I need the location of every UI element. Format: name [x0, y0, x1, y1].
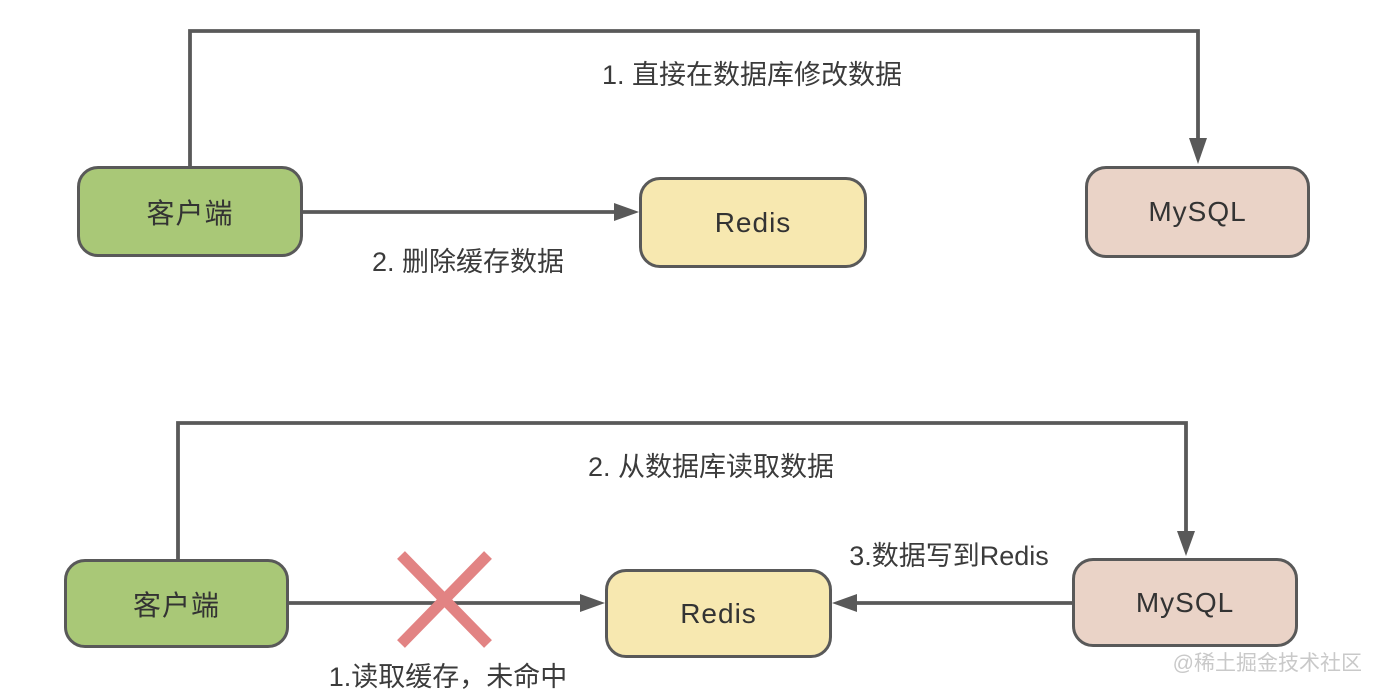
mysql-node-bottom: MySQL [1072, 558, 1298, 647]
arrow-right-icon [614, 203, 639, 221]
arrow-left-icon [832, 594, 857, 612]
bottom-step3-label: 3.数据写到Redis [849, 541, 1049, 571]
mysql-node-top: MySQL [1085, 166, 1310, 258]
redis-node-bottom: Redis [605, 569, 832, 658]
connector-lines [176, 29, 1200, 605]
bottom-step2-label: 2. 从数据库读取数据 [587, 452, 835, 482]
redis-node-top: Redis [639, 177, 867, 268]
top-step2-label: 2. 删除缓存数据 [371, 247, 565, 277]
arrow-down-icon [1177, 531, 1195, 556]
cache-miss-cross-icon [397, 551, 492, 648]
bottom-elbow-connector [176, 421, 1188, 559]
client-node-bottom: 客户端 [64, 559, 289, 648]
watermark: @稀土掘金技术社区 [1172, 652, 1362, 675]
arrowheads [580, 138, 1207, 612]
cross-stroke [397, 551, 492, 648]
top-step1-label: 1. 直接在数据库修改数据 [601, 60, 903, 90]
bottom-step1-label: 1.读取缓存，未命中 [328, 662, 568, 690]
client-node-top: 客户端 [77, 166, 303, 257]
arrow-down-icon [1189, 138, 1207, 164]
top-elbow-connector [188, 29, 1200, 166]
arrow-right-icon [580, 594, 605, 612]
